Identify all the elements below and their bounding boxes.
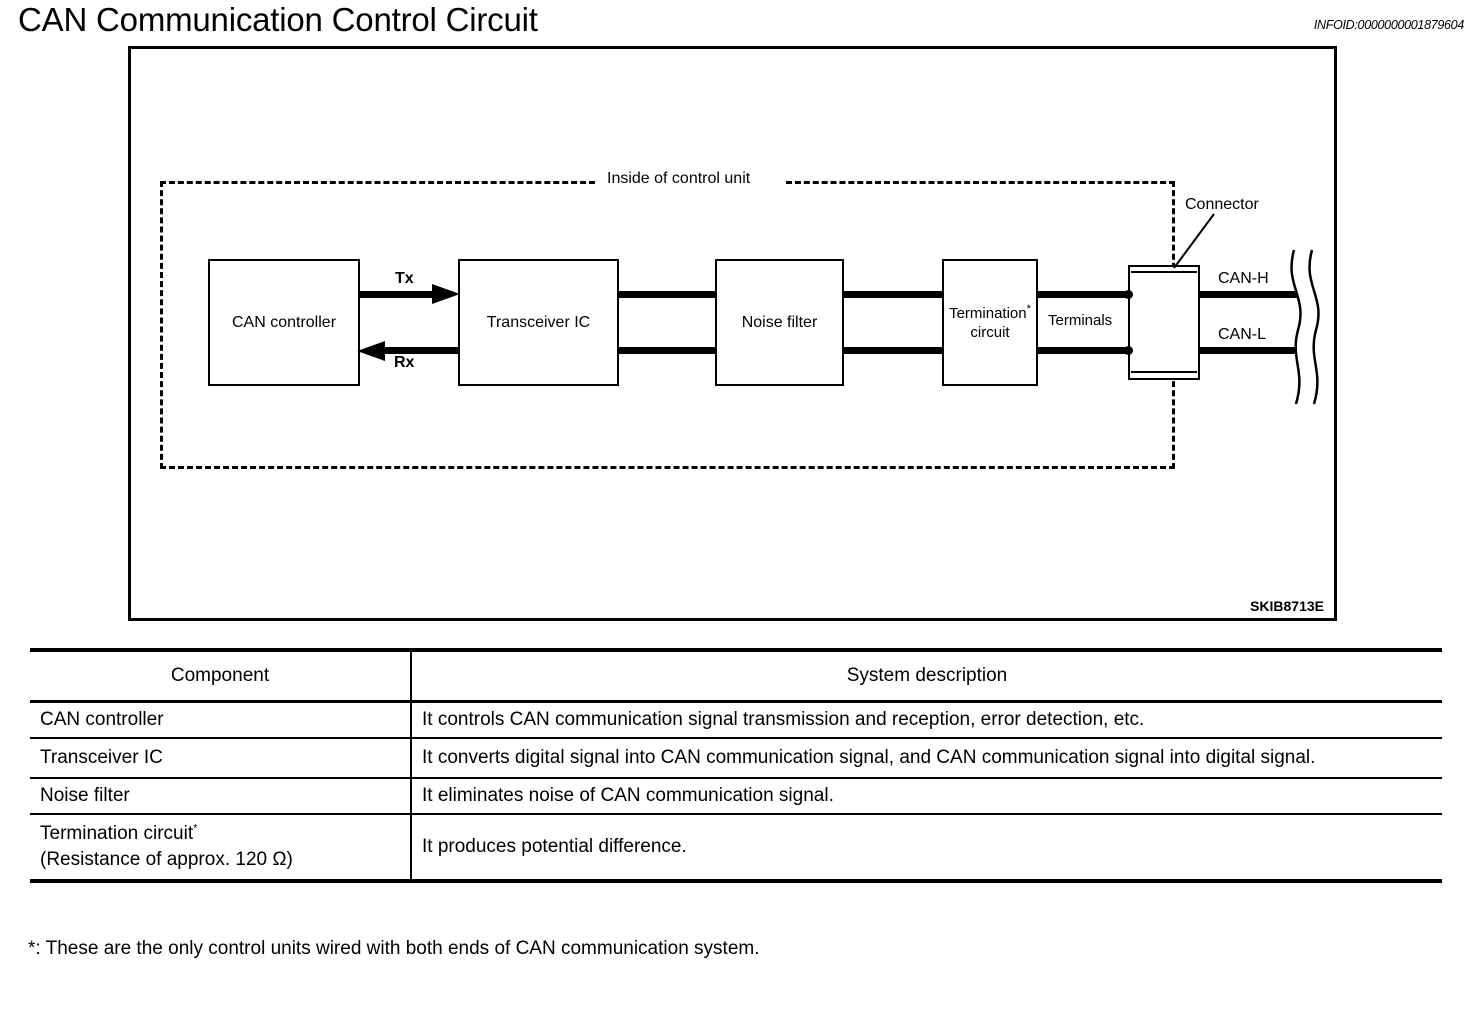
table-row: Termination circuit* (Resistance of appro… — [30, 814, 1442, 883]
tx-arrow-head-icon — [432, 284, 460, 304]
connector-box — [1128, 265, 1200, 380]
control-unit-boundary-bottom — [160, 466, 1175, 469]
termination-line2: circuit — [970, 323, 1010, 341]
connector-inner-edge-bottom — [1131, 371, 1197, 373]
table-header-row: Component System description — [30, 648, 1442, 703]
table-header-component: Component — [30, 648, 412, 703]
block-noise-filter: Noise filter — [715, 259, 844, 386]
block-termination-circuit: Termination* circuit — [942, 259, 1038, 386]
termination-line1: Termination — [949, 304, 1027, 322]
table-cell-description: It eliminates noise of CAN communication… — [410, 778, 1442, 815]
connector-inner-edge-top — [1131, 271, 1197, 273]
connector-leader-line — [1173, 213, 1215, 269]
block-can-controller: CAN controller — [208, 259, 360, 386]
termination-row-line2: (Resistance of approx. 120 Ω) — [40, 849, 293, 870]
table-row: Noise filter It eliminates noise of CAN … — [30, 778, 1442, 815]
block-can-controller-label: CAN controller — [231, 314, 337, 331]
harness-break-wavy-lines — [1290, 249, 1320, 405]
block-transceiver-ic-label: Transceiver IC — [486, 314, 591, 331]
signal-line-can-h-segment-1 — [618, 291, 718, 298]
control-unit-boundary-left — [160, 181, 163, 469]
tx-arrow-line — [359, 291, 437, 298]
block-termination-circuit-label: Termination* circuit — [949, 302, 1031, 342]
table-header-description: System description — [410, 648, 1442, 703]
infoid-label: INFOID:0000000001879604 — [1313, 18, 1464, 32]
signal-line-can-h-segment-4 — [1197, 291, 1297, 298]
table-row: CAN controller It controls CAN communica… — [30, 701, 1442, 739]
table-cell-description: It produces potential difference. — [410, 814, 1442, 883]
rx-arrow-head-icon — [357, 341, 385, 361]
table-cell-description: It converts digital signal into CAN comm… — [410, 738, 1442, 779]
control-unit-boundary-top-right — [786, 181, 1175, 184]
terminal-dot-can-l — [1124, 346, 1133, 355]
control-unit-boundary-top-left — [160, 181, 595, 184]
termination-asterisk: * — [1026, 302, 1031, 315]
signal-line-can-l-segment-2 — [841, 347, 945, 354]
can-h-label: CAN-H — [1218, 270, 1269, 287]
table-row: Transceiver IC It converts digital signa… — [30, 738, 1442, 779]
figure-code: SKIB8713E — [1250, 598, 1324, 614]
tx-label: Tx — [395, 270, 414, 287]
signal-line-can-h-segment-2 — [841, 291, 945, 298]
terminal-dot-can-h — [1124, 290, 1133, 299]
table-footnote: *: These are the only control units wire… — [28, 938, 760, 959]
control-unit-label: Inside of control unit — [601, 170, 757, 188]
table-cell-component: CAN controller — [30, 701, 412, 739]
connector-annotation-label: Connector — [1185, 196, 1259, 213]
page-title: CAN Communication Control Circuit — [18, 1, 538, 38]
rx-arrow-line — [382, 347, 459, 354]
block-noise-filter-label: Noise filter — [741, 314, 818, 331]
component-description-table: Component System description CAN control… — [30, 648, 1442, 883]
can-l-label: CAN-L — [1218, 326, 1267, 343]
table-cell-component: Termination circuit* (Resistance of appro… — [30, 814, 412, 883]
signal-line-can-h-segment-3 — [1035, 291, 1131, 298]
rx-label: Rx — [394, 354, 415, 371]
signal-line-can-l-segment-3 — [1035, 347, 1131, 354]
table-cell-description: It controls CAN communication signal tra… — [410, 701, 1442, 739]
signal-line-can-l-segment-1 — [618, 347, 718, 354]
table-cell-component: Noise filter — [30, 778, 412, 815]
terminals-annotation-label: Terminals — [1048, 312, 1113, 329]
termination-row-line1: Termination circuit — [40, 823, 194, 844]
signal-line-can-l-segment-4 — [1197, 347, 1297, 354]
table-cell-component: Transceiver IC — [30, 738, 412, 779]
termination-row-asterisk: * — [193, 822, 198, 835]
block-transceiver-ic: Transceiver IC — [458, 259, 619, 386]
